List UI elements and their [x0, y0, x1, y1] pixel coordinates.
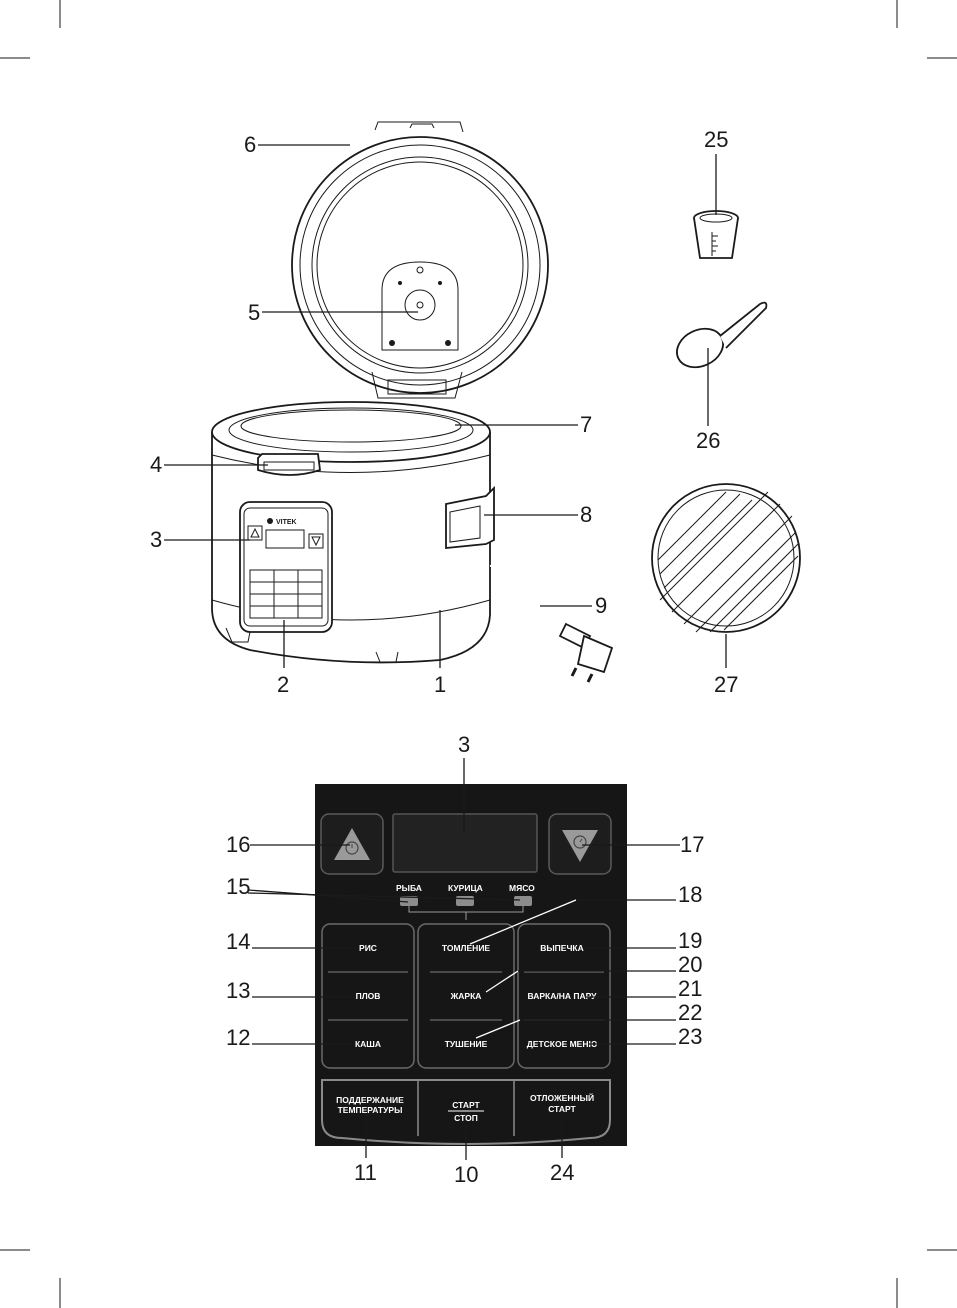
button-simmer-label: ТОМЛЕНИЕ — [442, 943, 491, 953]
callout-9: 9 — [595, 593, 607, 618]
steam-grid — [652, 484, 800, 632]
button-bake-label: ВЫПЕЧКА — [540, 943, 584, 953]
button-baby-menu-label: ДЕТСКОЕ МЕНЮ — [527, 1039, 598, 1049]
rice-spoon — [671, 303, 767, 375]
button-simmer[interactable]: ТОМЛЕНИЕ — [442, 943, 491, 953]
display-screen — [393, 814, 537, 872]
down-button[interactable] — [549, 814, 611, 874]
button-porridge[interactable]: КАША — [355, 1039, 381, 1049]
callout-p12: 12 — [226, 1025, 250, 1050]
button-rice[interactable]: РИС — [359, 943, 377, 953]
callout-6: 6 — [244, 132, 256, 157]
callout-26: 26 — [696, 428, 720, 453]
button-steam-label: ВАРКА/НА ПАРУ — [528, 991, 598, 1001]
callout-p18: 18 — [678, 882, 702, 907]
stop-label: СТОП — [454, 1113, 478, 1123]
button-keep-warm[interactable]: ПОДДЕРЖАНИЕ ТЕМПЕРАТУРЫ — [336, 1095, 404, 1115]
callout-p17: 17 — [680, 832, 704, 857]
brand-logo: VITEK — [276, 519, 297, 526]
callout-p10: 10 — [454, 1162, 478, 1187]
delay-start-line2: СТАРТ — [548, 1104, 576, 1114]
callout-2: 2 — [277, 672, 289, 697]
control-panel: РЫБА КУРИЦА МЯСО РИС ПЛОВ КАША ТОМЛЕНИЕ … — [315, 784, 627, 1146]
callout-4: 4 — [150, 452, 162, 477]
callout-p22: 22 — [678, 1000, 702, 1025]
callout-p11: 11 — [354, 1160, 377, 1185]
callout-p20: 20 — [678, 952, 702, 977]
measuring-cup — [694, 211, 738, 258]
callout-p23: 23 — [678, 1024, 702, 1049]
indicator-chicken-led — [456, 896, 474, 906]
callout-27: 27 — [714, 672, 738, 697]
button-fry-label: ЖАРКА — [450, 991, 482, 1001]
callout-p24: 24 — [550, 1160, 574, 1185]
callout-p19: 19 — [678, 928, 702, 953]
multicooker-illustration: VITEK — [212, 122, 612, 682]
button-pilaf-label: ПЛОВ — [356, 991, 381, 1001]
button-steam[interactable]: ВАРКА/НА ПАРУ — [528, 991, 598, 1001]
button-bake[interactable]: ВЫПЕЧКА — [540, 943, 584, 953]
button-stew-label: ТУШЕНИЕ — [445, 1039, 488, 1049]
callout-3: 3 — [150, 527, 162, 552]
button-fry[interactable]: ЖАРКА — [450, 991, 482, 1001]
callout-p16: 16 — [226, 832, 250, 857]
callout-7: 7 — [580, 412, 592, 437]
keep-warm-line2: ТЕМПЕРАТУРЫ — [338, 1105, 403, 1115]
callout-p15: 15 — [226, 874, 250, 899]
callout-p13: 13 — [226, 978, 250, 1003]
button-baby-menu[interactable]: ДЕТСКОЕ МЕНЮ — [527, 1039, 598, 1049]
indicator-meat-label: МЯСО — [509, 883, 535, 893]
callout-p3: 3 — [458, 732, 470, 757]
housing: VITEK — [212, 402, 612, 682]
delay-start-line1: ОТЛОЖЕННЫЙ — [530, 1092, 594, 1103]
button-porridge-label: КАША — [355, 1039, 381, 1049]
up-button[interactable] — [321, 814, 383, 874]
callout-p14: 14 — [226, 929, 250, 954]
indicator-fish-label: РЫБА — [396, 883, 422, 893]
callout-25: 25 — [704, 127, 728, 152]
callout-1: 1 — [434, 672, 446, 697]
callout-5: 5 — [248, 300, 260, 325]
indicator-chicken-label: КУРИЦА — [448, 883, 483, 893]
keep-warm-line1: ПОДДЕРЖАНИЕ — [336, 1095, 404, 1105]
callout-8: 8 — [580, 502, 592, 527]
callout-p21: 21 — [678, 976, 702, 1001]
button-stew[interactable]: ТУШЕНИЕ — [445, 1039, 488, 1049]
indicator-meat-led — [514, 896, 532, 906]
button-rice-label: РИС — [359, 943, 377, 953]
open-lid — [292, 122, 548, 398]
button-pilaf[interactable]: ПЛОВ — [356, 991, 381, 1001]
start-label: СТАРТ — [452, 1100, 480, 1110]
